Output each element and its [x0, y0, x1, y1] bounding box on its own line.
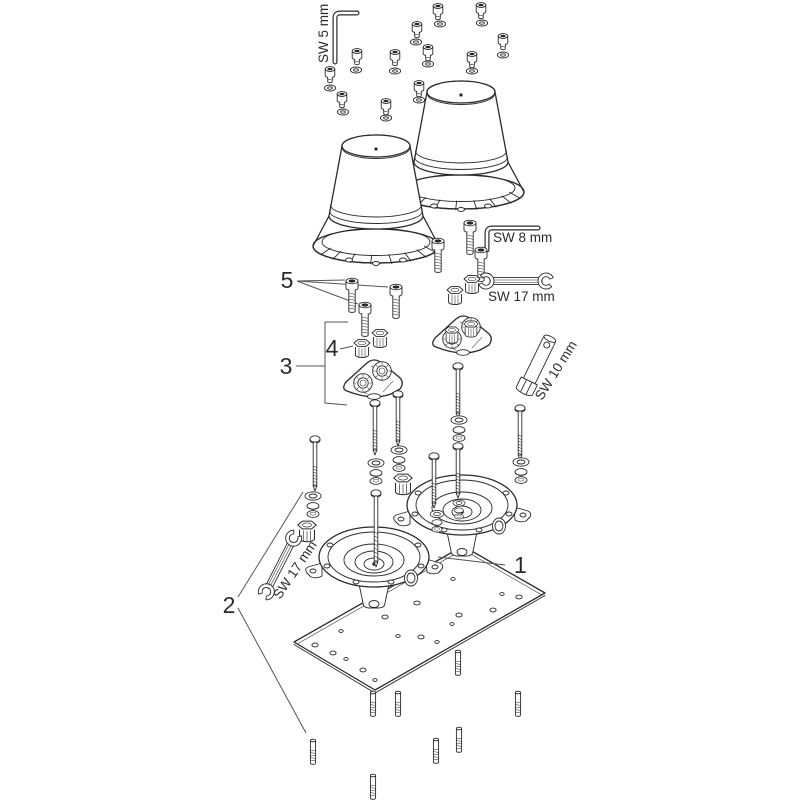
callout-3-4-group: 3 4	[280, 321, 403, 406]
seal-ring-stack-icon	[452, 499, 466, 520]
screw-icon	[324, 66, 336, 84]
callout-2-group: 2	[223, 491, 307, 734]
washer-icon	[421, 60, 435, 68]
screw-icon	[351, 48, 363, 66]
cap-screw-icon	[345, 277, 359, 313]
threaded-stud-icon	[394, 690, 402, 717]
screw-icon	[475, 2, 487, 20]
washer-icon	[433, 20, 447, 28]
cap-screw-icon	[431, 237, 445, 273]
hex-key-sw5: SW 5 mm	[316, 4, 360, 65]
screw-plug-icon	[353, 339, 371, 359]
callout-3: 3	[280, 353, 293, 379]
open-end-wrench-sw17-upper: SW 17 mm	[478, 272, 555, 304]
screw-icon	[497, 33, 509, 51]
long-screw-icon	[369, 399, 381, 456]
washer-icon	[349, 66, 363, 74]
washer-icon	[412, 96, 426, 104]
seal-ring-stack-icon	[450, 415, 468, 442]
callout-4: 4	[326, 335, 339, 361]
threaded-stud-icon	[455, 726, 463, 753]
threaded-studs	[309, 649, 522, 800]
threaded-stud-icon	[432, 737, 440, 764]
hex-key-sw8: SW 8 mm	[484, 225, 552, 253]
threaded-stud-icon	[369, 773, 377, 800]
callout-2: 2	[223, 592, 236, 618]
screw-icon	[336, 91, 348, 109]
connection-flange-right	[432, 315, 492, 356]
callout-1-group: 1	[437, 552, 527, 578]
tool-label-sw17-upper: SW 17 mm	[488, 289, 555, 304]
screw-plug-icon	[463, 275, 481, 295]
socket-wrench-sw10: SW 10 mm	[514, 332, 580, 403]
seal-ring-stack-icon	[304, 491, 322, 518]
screw-plug-icon	[446, 286, 464, 306]
washer-icon	[475, 19, 489, 27]
tool-label-sw5: SW 5 mm	[316, 4, 331, 63]
callout-5-group: 5	[281, 267, 403, 337]
tool-label-sw8: SW 8 mm	[493, 230, 552, 245]
seal-ring-stack-icon	[429, 510, 445, 533]
cap-screw-icon	[463, 219, 477, 255]
washer-icon	[336, 108, 350, 116]
screw-icon	[411, 21, 423, 39]
washer-icon	[388, 67, 402, 75]
connection-flange-right-group	[432, 315, 492, 356]
screw-plug-icon	[444, 326, 460, 344]
washer-icon	[379, 114, 393, 122]
long-screw-icon	[392, 390, 404, 447]
washer-icon	[409, 38, 423, 46]
threaded-stud-icon	[369, 690, 377, 717]
screw-plug-icon	[393, 473, 413, 496]
screw-icon	[466, 51, 478, 69]
threaded-stud-icon	[309, 738, 317, 765]
long-screw-icon	[452, 362, 464, 419]
screw-icon	[389, 49, 401, 67]
seal-ring-stack-icon	[367, 458, 385, 485]
washer-icon	[496, 51, 510, 59]
long-screw-icon	[309, 435, 321, 492]
screw-icon	[413, 80, 425, 98]
washer-icon	[323, 84, 337, 92]
long-screw-icon	[514, 404, 526, 461]
washer-icon	[465, 67, 479, 75]
seal-ring-stack-icon	[512, 457, 530, 484]
screw-plug-icon	[371, 329, 389, 349]
threaded-stud-icon	[514, 690, 522, 717]
screw-icon	[432, 3, 444, 21]
callout-1: 1	[514, 552, 527, 578]
threaded-stud-icon	[454, 649, 462, 676]
seal-ring-stack-icon	[390, 445, 408, 472]
screw-icon	[380, 98, 392, 116]
screw-plug-icon	[463, 320, 479, 338]
cap-screw-icon	[389, 283, 403, 319]
callout-5: 5	[281, 267, 294, 293]
screw-icon	[422, 44, 434, 62]
cap-screw-icon	[358, 301, 372, 337]
